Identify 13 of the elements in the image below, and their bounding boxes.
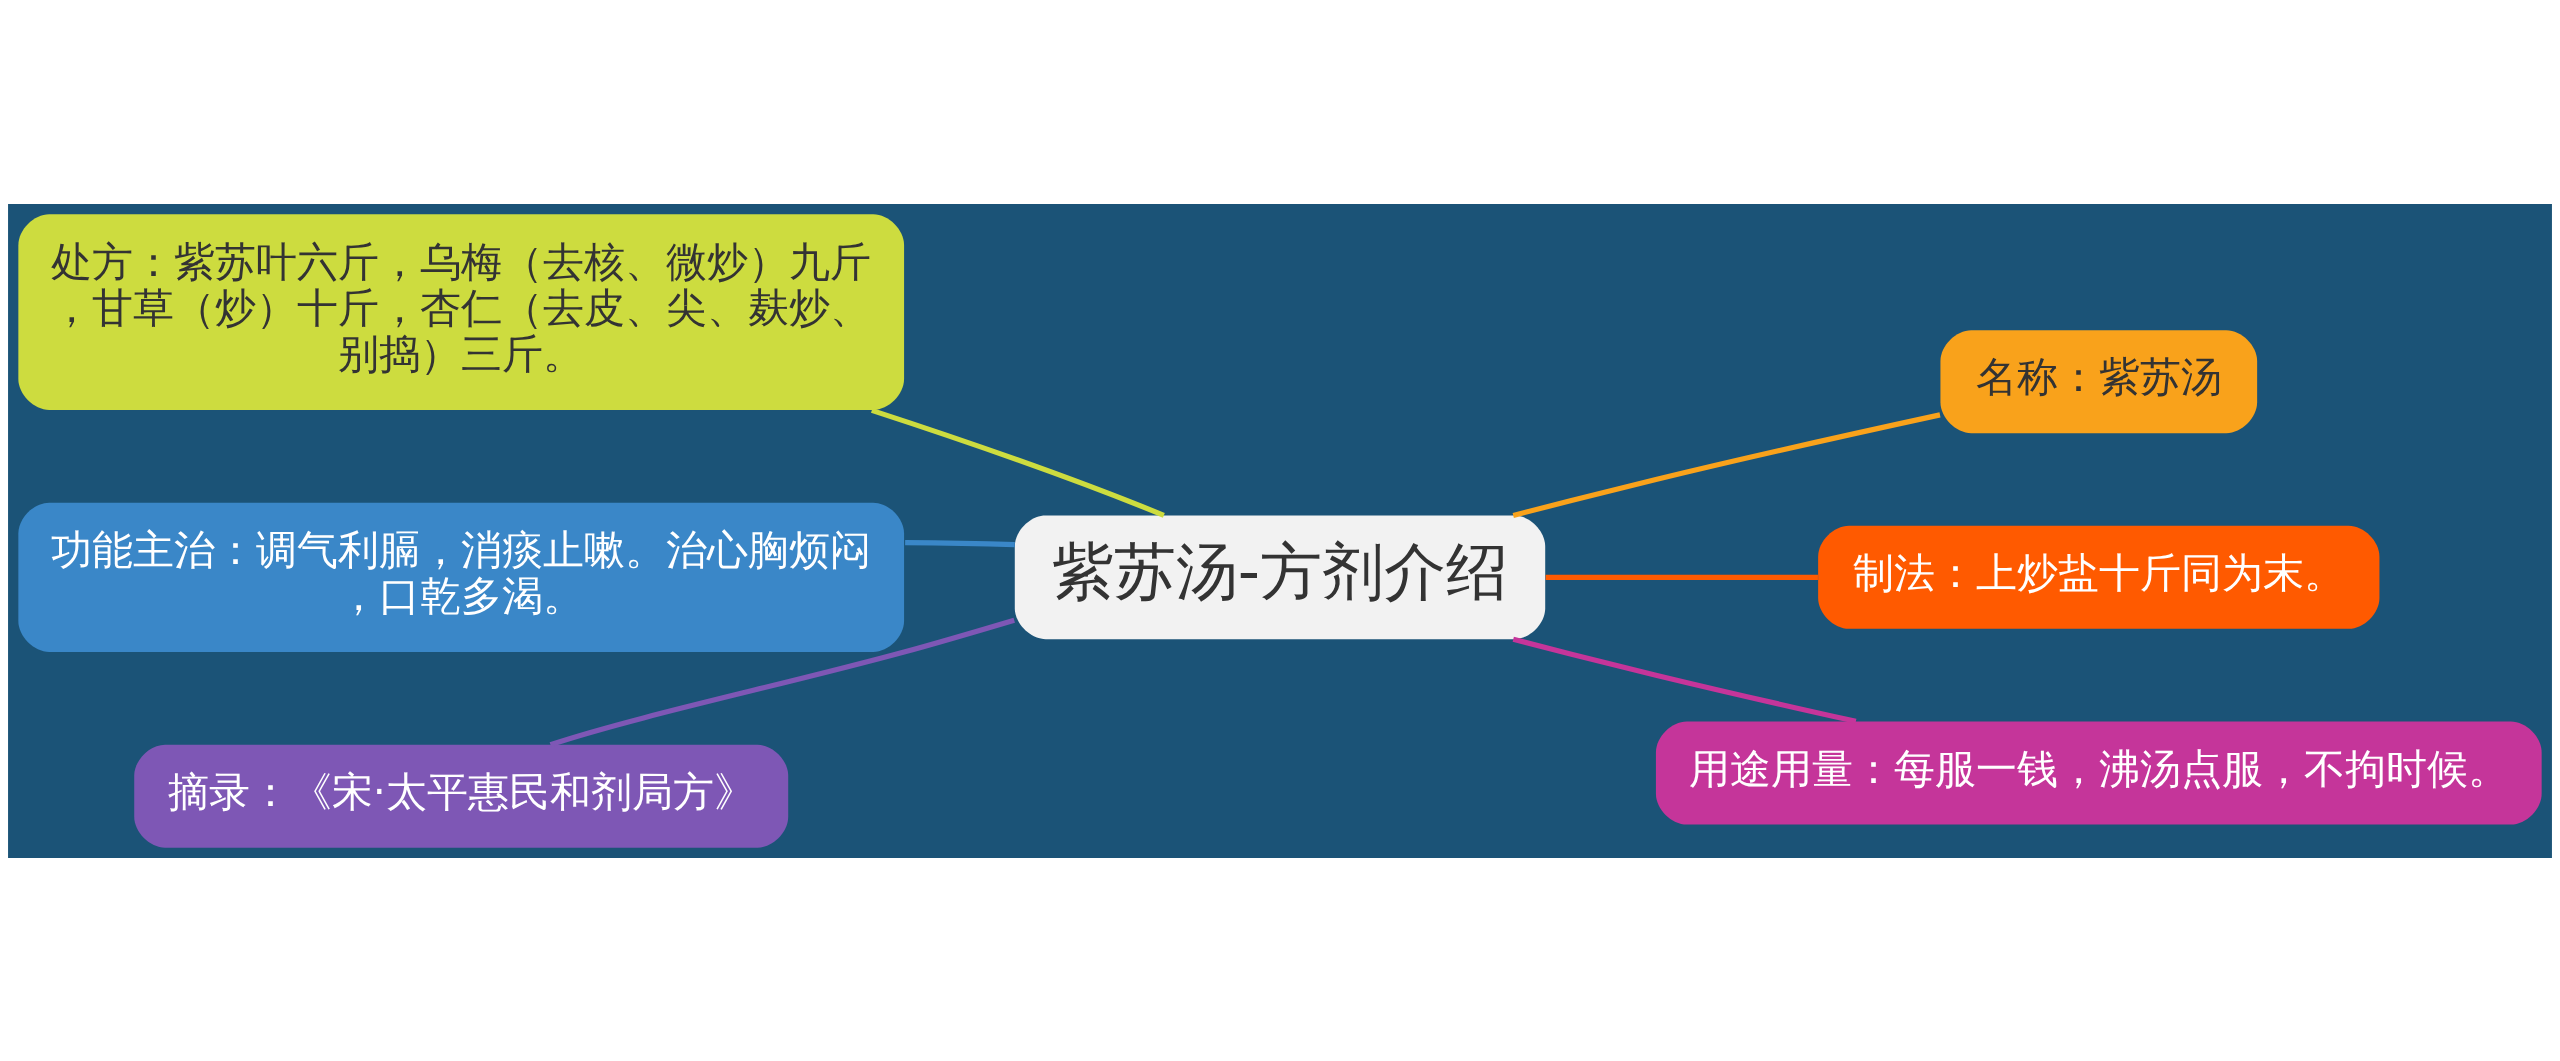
node-box: 摘录：《宋·太平惠民和剂局方》 [134,744,789,848]
node-box: 功能主治：调气利膈，消痰止嗽。治心胸烦闷，口乾多渴。 [18,502,905,652]
connector [905,539,1015,547]
node-box: 紫苏汤-方剂介绍 [1014,515,1546,639]
connector [1545,574,1818,580]
connector [1512,636,1857,724]
node-box: 处方：紫苏叶六斤，乌梅（去核、微炒）九斤，甘草（炒）十斤，杏仁（去皮、尖、麸炒、别捣）三斤。 [18,213,905,410]
node-box: 名称：紫苏汤 [1940,329,2258,433]
connector [549,617,1015,747]
connector [871,407,1165,518]
node-box: 制法：上炒盐十斤同为末。 [1818,525,2380,629]
connector [1512,411,1941,518]
node-box: 用途用量：每服一钱，沸汤点服，不拘时候。 [1655,721,2542,825]
